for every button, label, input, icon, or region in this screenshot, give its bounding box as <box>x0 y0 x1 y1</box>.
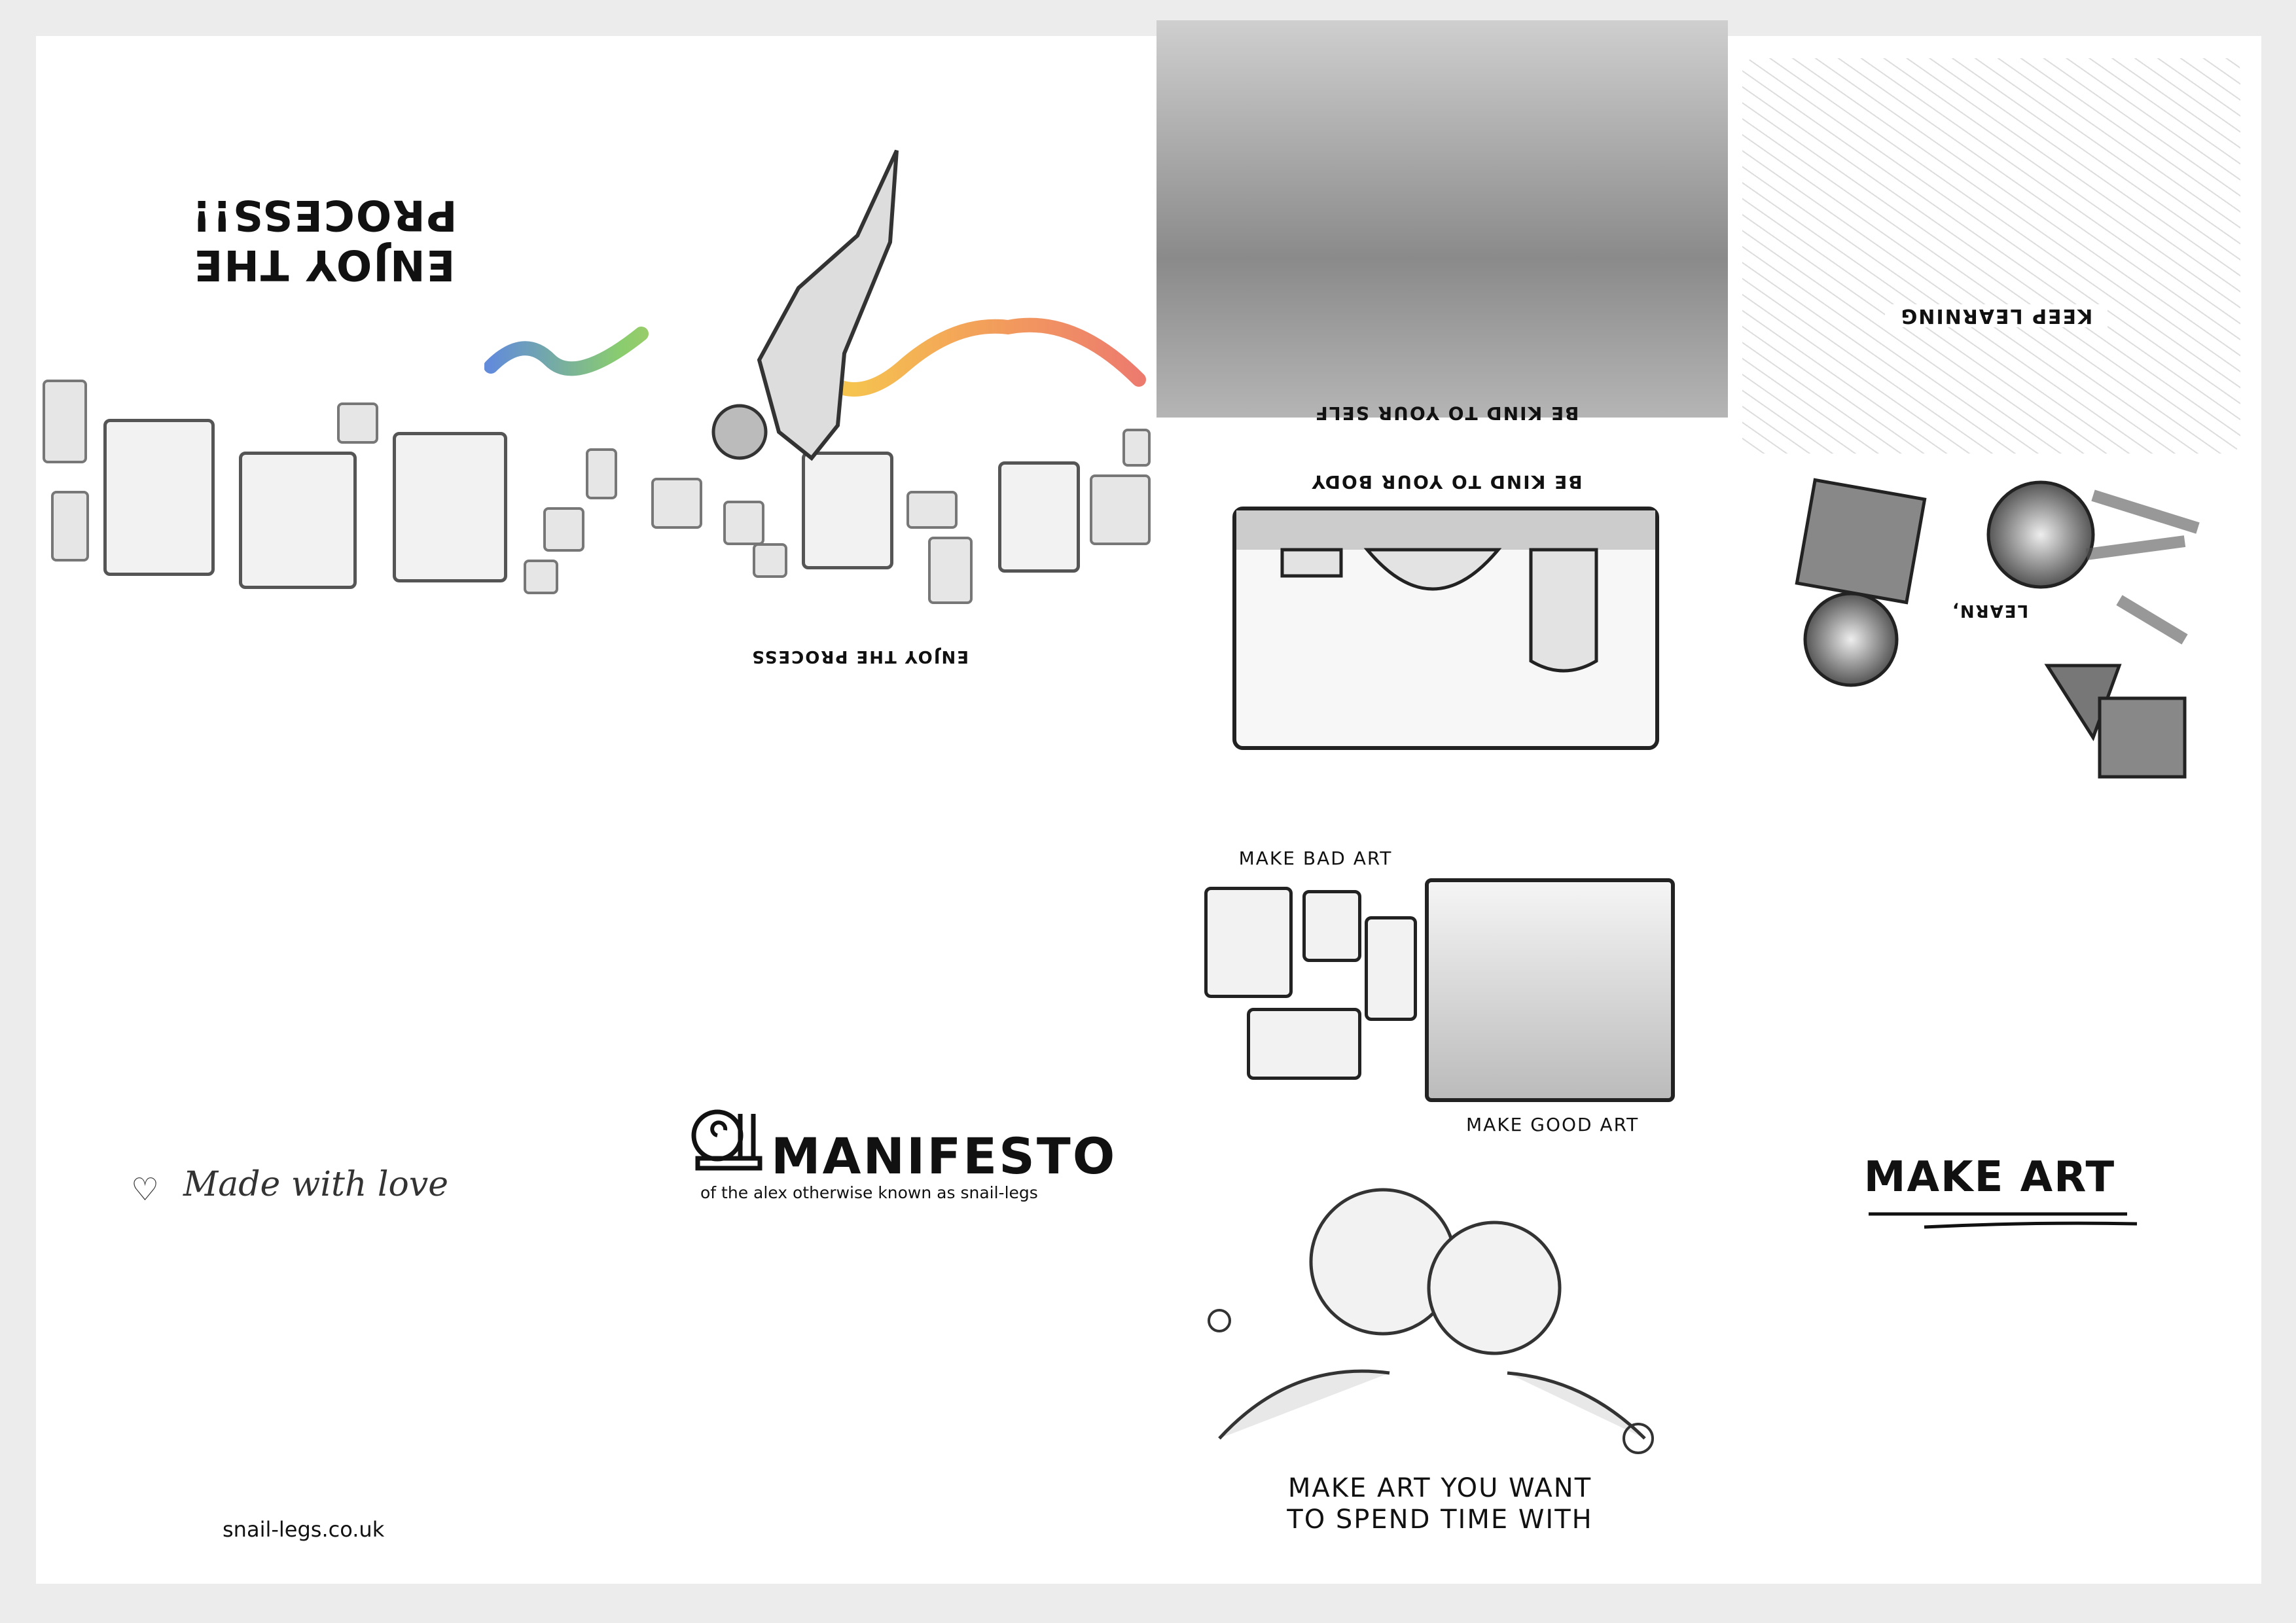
manifesto-subtitle: of the alex otherwise known as snail-leg… <box>700 1183 1038 1202</box>
snail-logo <box>691 1109 762 1171</box>
make-good-art-label: MAKE GOOD ART <box>1466 1114 1640 1135</box>
enjoy-process-headline: ENJOY THE PROCESS!! <box>190 190 457 289</box>
heart-icon: ♡ <box>131 1171 160 1208</box>
artwork-frame <box>802 452 893 569</box>
kind-to-self-text: BE KIND TO YOUR SELF <box>1314 402 1579 424</box>
make-art-title: MAKE ART <box>1863 1153 2116 1202</box>
artwork-frame <box>998 461 1080 573</box>
figure-sketches-illustration <box>1742 58 2240 454</box>
spend-time-text: MAKE ART YOU WANT TO SPEND TIME WITH <box>1244 1472 1636 1535</box>
learn-text: LEARN, <box>1950 601 2029 620</box>
sleeping-panel-illustration <box>1157 20 1728 418</box>
make-bad-art-label: MAKE BAD ART <box>1238 847 1393 869</box>
falling-character-illustration <box>711 149 899 461</box>
kind-to-body-panel <box>1232 507 1659 750</box>
learn-shapes-illustration <box>1795 478 2200 779</box>
spend-time-line-1: MAKE ART YOU WANT <box>1287 1473 1592 1503</box>
made-with-love-text: Made with love <box>183 1165 448 1204</box>
manifesto-title: MANIFESTO <box>771 1127 1117 1185</box>
rainbow-brush-stroke <box>484 317 1146 397</box>
make-art-underline <box>1869 1212 2138 1229</box>
website-text[interactable]: snail-legs.co.uk <box>223 1517 385 1542</box>
artwork-frame <box>393 432 507 582</box>
kind-to-body-text: BE KIND TO YOUR BODY <box>1310 471 1583 493</box>
good-art-panel <box>1425 878 1675 1102</box>
artwork-frame <box>103 419 215 576</box>
artwork-frame <box>239 452 357 589</box>
couple-illustration <box>1208 1188 1654 1454</box>
keep-learning-text: KEEP LEARNING <box>1885 304 2108 327</box>
spend-time-line-2: TO SPEND TIME WITH <box>1287 1505 1593 1535</box>
enjoy-process-caption: ENJOY THE PROCESS <box>751 647 969 666</box>
